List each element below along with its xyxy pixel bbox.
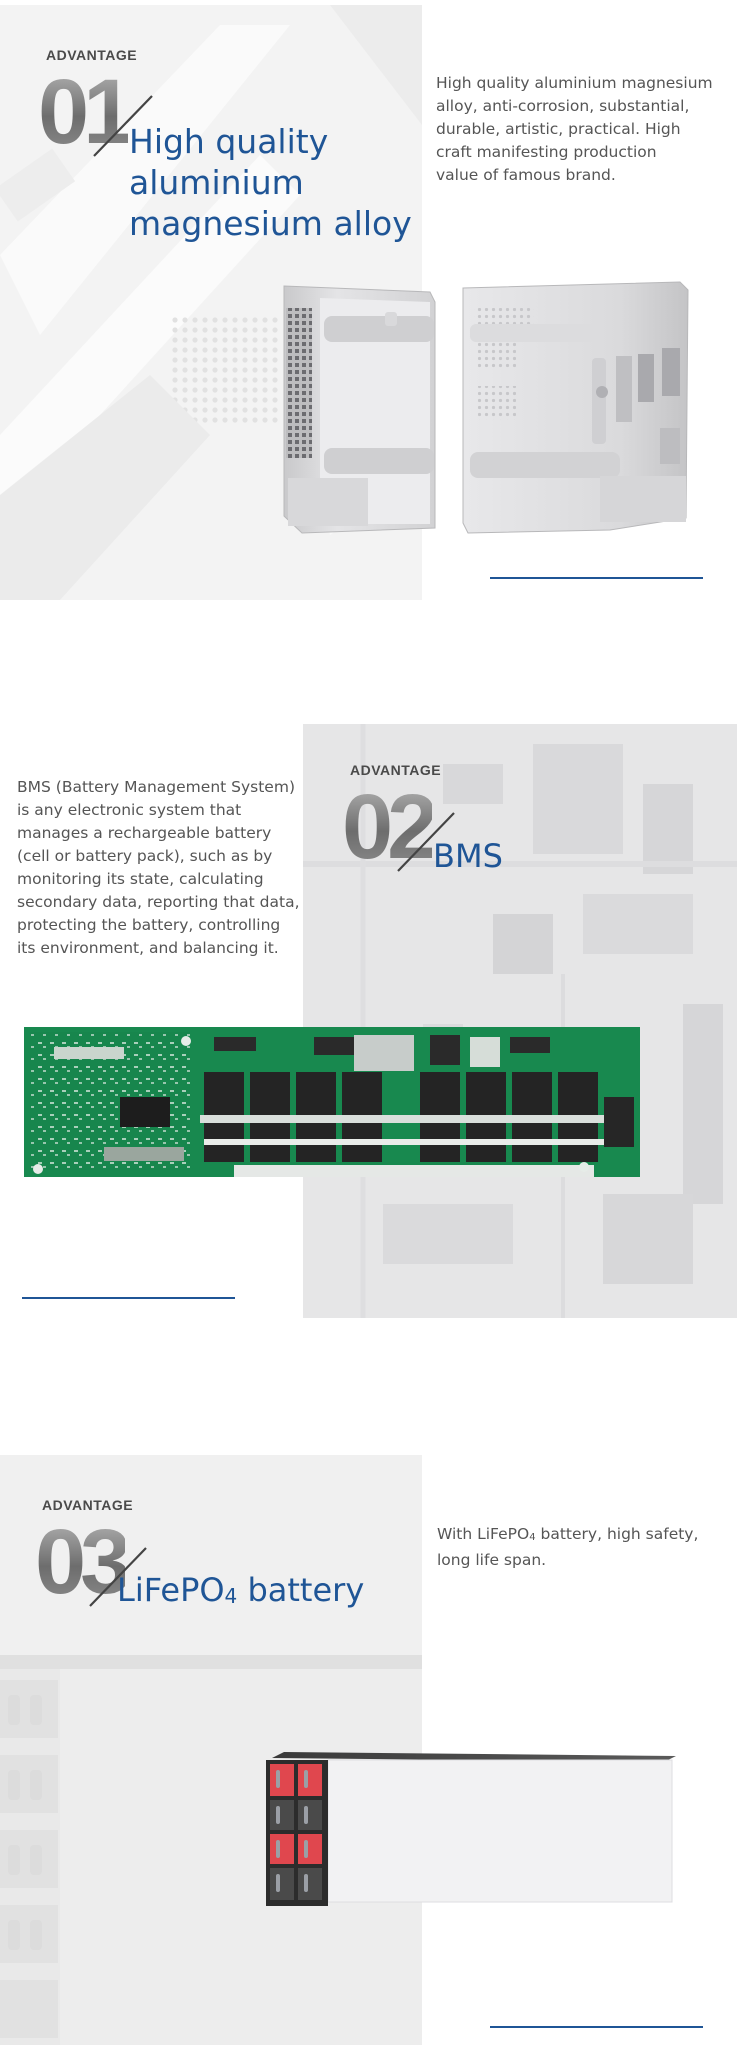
advantage-3-title: LiFePO4 battery bbox=[117, 1570, 364, 1617]
advantage-1-title-line: High quality bbox=[129, 122, 329, 161]
advantage-section-2: BMS (Battery Management System) is any e… bbox=[0, 724, 737, 1318]
advantage-3-underline bbox=[490, 2026, 703, 2028]
description-line: monitoring its state, calculating bbox=[17, 870, 264, 888]
advantage-3-title-tail: battery bbox=[237, 1571, 365, 1609]
description-line: With LiFePO4 battery, high safety, bbox=[437, 1523, 698, 1549]
description-line: BMS (Battery Management System) bbox=[17, 778, 295, 796]
advantage-2-title-line: BMS bbox=[433, 837, 503, 875]
description-line: value of famous brand. bbox=[436, 166, 616, 184]
advantage-1-underline bbox=[490, 577, 703, 579]
advantage-2-slash bbox=[397, 812, 455, 872]
description-text: battery, high safety, bbox=[535, 1525, 699, 1543]
advantage-2-title: BMS bbox=[433, 836, 503, 877]
advantage-2-label: ADVANTAGE bbox=[350, 762, 442, 778]
description-line: durable, artistic, practical. High bbox=[436, 120, 681, 138]
advantage-1-number: 01 bbox=[38, 61, 134, 163]
advantage-3-background bbox=[0, 1455, 422, 2045]
advantage-3-description: With LiFePO4 battery, high safety, long … bbox=[437, 1523, 698, 1572]
description-line: secondary data, reporting that data, bbox=[17, 893, 300, 911]
advantage-3-title-subscript: 4 bbox=[224, 1584, 238, 1608]
description-line: manages a rechargeable battery bbox=[17, 824, 272, 842]
description-line: craft manifesting production bbox=[436, 143, 657, 161]
advantage-2-number: 02 bbox=[342, 776, 438, 878]
description-subscript: 4 bbox=[529, 1532, 536, 1543]
advantage-2-underline bbox=[22, 1297, 235, 1299]
advantage-1-slash bbox=[93, 95, 153, 157]
description-line: protecting the battery, controlling bbox=[17, 916, 281, 934]
advantage-3-number: 03 bbox=[35, 1511, 131, 1613]
battery-cells-icon bbox=[264, 1750, 684, 1910]
advantage-1-description: High quality aluminium magnesium alloy, … bbox=[436, 72, 713, 187]
description-text: With LiFePO bbox=[437, 1525, 530, 1543]
advantage-2-background bbox=[303, 724, 737, 1318]
advantage-2-description: BMS (Battery Management System) is any e… bbox=[17, 776, 300, 960]
advantage-1-title-line: aluminium bbox=[129, 163, 304, 202]
advantage-1-label: ADVANTAGE bbox=[46, 47, 138, 63]
description-line: alloy, anti-corrosion, substantial, bbox=[436, 97, 690, 115]
description-line: High quality aluminium magnesium bbox=[436, 74, 713, 92]
battery-enclosure-icon bbox=[280, 278, 700, 540]
advantage-section-1: ADVANTAGE 01 High quality aluminium magn… bbox=[0, 0, 737, 600]
advantage-1-title: High quality aluminium magnesium alloy bbox=[129, 121, 412, 244]
description-line: its environment, and balancing it. bbox=[17, 939, 279, 957]
advantage-3-slash bbox=[89, 1547, 147, 1607]
description-line: (cell or battery pack), such as by bbox=[17, 847, 273, 865]
advantage-3-title-text: LiFePO bbox=[117, 1571, 225, 1609]
circuit-board-icon bbox=[24, 1027, 642, 1185]
description-line: is any electronic system that bbox=[17, 801, 242, 819]
advantage-1-title-line: magnesium alloy bbox=[129, 204, 412, 243]
advantage-3-label: ADVANTAGE bbox=[42, 1497, 134, 1513]
description-line: long life span. bbox=[437, 1551, 547, 1569]
advantage-section-3: ADVANTAGE 03 LiFePO4 battery With LiFePO… bbox=[0, 1455, 737, 2045]
